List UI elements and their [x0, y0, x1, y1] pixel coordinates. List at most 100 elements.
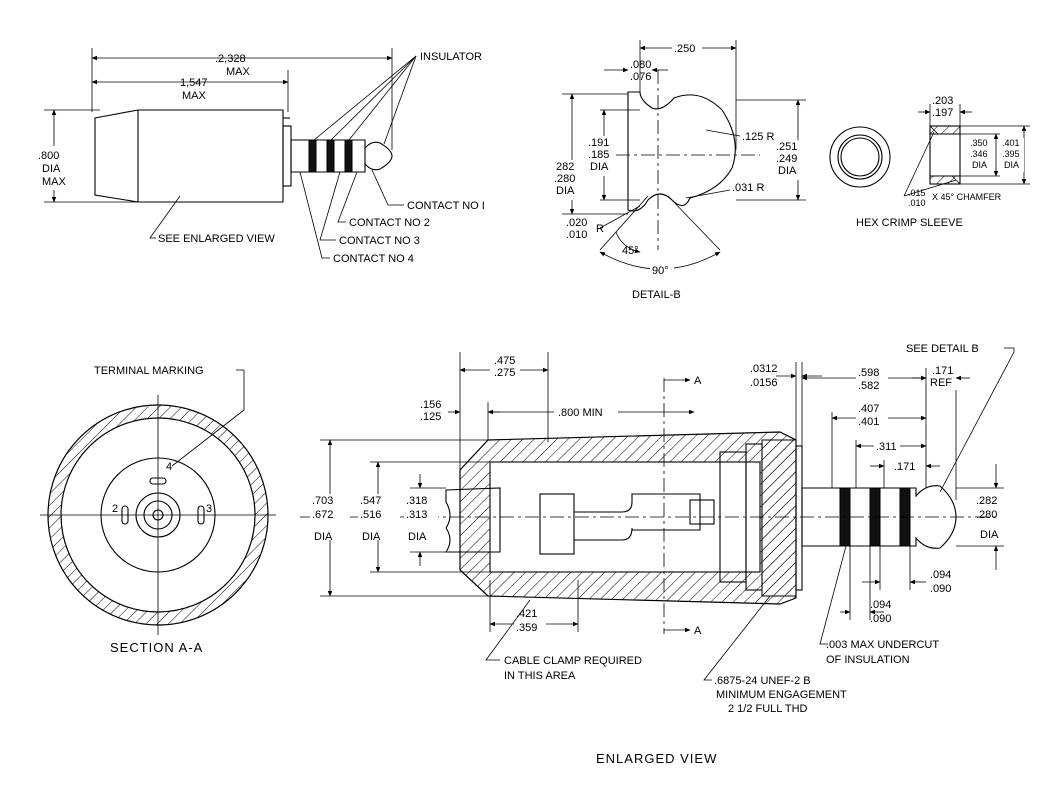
detail-b-r125: .125 R: [742, 131, 774, 143]
section-mark-2: 2: [112, 503, 118, 515]
crimp-chamfer-010: .010: [908, 198, 926, 208]
contact-1-label: CONTACT NO I: [407, 200, 485, 212]
enl-d090a: .090: [930, 583, 951, 595]
enl-d547-dia: DIA: [362, 531, 381, 543]
enl-d171: .171: [894, 461, 915, 473]
enl-d359: .359: [516, 622, 537, 634]
detail-b-dim-250: .250: [674, 43, 695, 55]
enl-d0156: .0156: [750, 377, 778, 389]
dim-dia-max: MAX: [42, 176, 67, 188]
cable-clamp-line-2: IN THIS AREA: [504, 670, 576, 682]
enl-d407: .407: [858, 403, 879, 415]
section-mark-4: 4: [166, 461, 172, 473]
enl-d311: .311: [876, 441, 897, 453]
enl-ref: REF: [930, 377, 952, 389]
contact-3-label: CONTACT NO 3: [339, 235, 420, 247]
enl-d598: .598: [858, 367, 879, 379]
see-detail-b-label: SEE DETAIL B: [906, 343, 979, 355]
crimp-d346: .346: [970, 149, 988, 159]
enl-d280: .280: [976, 509, 997, 521]
undercut-line-1: .003 MAX UNDERCUT: [826, 639, 939, 651]
plug-tip-shaft: [290, 139, 393, 173]
enl-min-800: .800 MIN: [558, 407, 603, 419]
dim-overall-max: MAX: [226, 66, 251, 78]
top-plug-view: .2,328 MAX 1,547 MAX .800 DIA MAX INSULA…: [36, 48, 485, 265]
plug-body-outline: [94, 109, 284, 203]
dim-dia-label: DIA: [42, 163, 61, 175]
enl-d547: .547: [360, 495, 381, 507]
enlarged-view-title: ENLARGED VIEW: [596, 751, 717, 766]
insulator-band-2: [326, 139, 335, 173]
detail-b-d191-dia: DIA: [590, 161, 609, 173]
detail-b-dim-080: .080: [630, 59, 651, 71]
crimp-d350: .350: [970, 138, 988, 148]
detail-b: .250 .080 .076 .125 R .191 .185 DIA 282 …: [552, 40, 806, 301]
enl-d401: .401: [858, 416, 879, 428]
enl-d313: .313: [406, 509, 427, 521]
crimp-d350-dia: DIA: [972, 160, 987, 170]
insulator-band-3: [344, 139, 353, 173]
thread-engagement: MINIMUM ENGAGEMENT: [716, 689, 847, 701]
enl-d475: .475: [494, 355, 515, 367]
detail-b-r020: .020: [566, 217, 587, 229]
section-marker-a-bottom: A: [694, 625, 702, 637]
enl-d318: .318: [406, 495, 427, 507]
terminal-marking-label: TERMINAL MARKING: [94, 365, 204, 377]
crimp-title: HEX CRIMP SLEEVE: [856, 217, 963, 229]
insulator-label: INSULATOR: [420, 51, 482, 63]
thread-spec: .6875-24 UNEF-2 B: [714, 675, 811, 687]
detail-b-d282-dia: DIA: [556, 185, 575, 197]
enl-d0312: .0312: [750, 363, 778, 375]
detail-b-d282: 282: [556, 161, 574, 173]
detail-b-r031: .031 R: [732, 182, 764, 194]
enl-d094a: .094: [930, 569, 951, 581]
insulator-band-1: [308, 139, 317, 173]
enl-d421: .421: [516, 608, 537, 620]
undercut-line-2: OF INSULATION: [826, 654, 910, 666]
detail-b-d249: .249: [776, 153, 797, 165]
section-mark-3: 3: [206, 503, 212, 515]
detail-b-dim-076: .076: [630, 71, 651, 83]
enl-d703: .703: [312, 495, 333, 507]
detail-b-r020-r: R: [596, 223, 604, 235]
see-enlarged-label: SEE ENLARGED VIEW: [158, 233, 275, 245]
enl-d582: .582: [858, 380, 879, 392]
crimp-d395: .395: [1002, 149, 1020, 159]
detail-b-d280: .280: [554, 173, 575, 185]
crimp-d197: .197: [932, 107, 953, 119]
cable-clamp-line-1: CABLE CLAMP REQUIRED: [504, 655, 642, 667]
enl-d703-dia: DIA: [314, 531, 333, 543]
enl-d094b: .094: [870, 599, 891, 611]
section-marker-a-top: A: [694, 375, 702, 387]
crimp-d401: .401: [1002, 138, 1020, 148]
contact-2-label: CONTACT NO 2: [349, 217, 430, 229]
enl-d318-dia: DIA: [408, 531, 427, 543]
enl-d171-ref: .171: [932, 365, 953, 377]
crimp-chamfer-015: .015: [908, 188, 926, 198]
dim-body-max: MAX: [182, 90, 207, 102]
enlarged-view: A A .475 .275 .156 .125 .800 MIN .0312 .…: [300, 343, 1015, 766]
detail-b-d191: .191: [588, 137, 609, 149]
detail-b-r010: .010: [566, 229, 587, 241]
contact-4-label: CONTACT NO 4: [333, 253, 414, 265]
plug-collar: [282, 125, 292, 187]
dim-dia-value: .800: [38, 150, 59, 162]
detail-b-angle-45: 45°: [622, 245, 639, 257]
thread-full: 2 1/2 FULL THD: [728, 703, 808, 715]
crimp-d401-dia: DIA: [1004, 160, 1019, 170]
detail-b-d251: .251: [776, 141, 797, 153]
detail-b-d251-dia: DIA: [778, 165, 797, 177]
enl-d282: .282: [976, 495, 997, 507]
enl-d516: .516: [360, 509, 381, 521]
enl-d275: .275: [494, 367, 515, 379]
enl-d282-dia: DIA: [980, 529, 999, 541]
section-a-a: 2 3 4 TERMINAL MARKING SECTION A-A: [40, 365, 276, 655]
enl-d125: .125: [420, 411, 441, 423]
detail-b-d185: .185: [588, 149, 609, 161]
crimp-d203: .203: [932, 95, 953, 107]
enl-d090b: .090: [870, 613, 891, 625]
hex-crimp-sleeve: .203 .197 .350 .346 DIA .401 .395 DIA .0…: [829, 95, 1030, 229]
detail-b-title: DETAIL-B: [632, 289, 681, 301]
enl-d156: .156: [420, 399, 441, 411]
